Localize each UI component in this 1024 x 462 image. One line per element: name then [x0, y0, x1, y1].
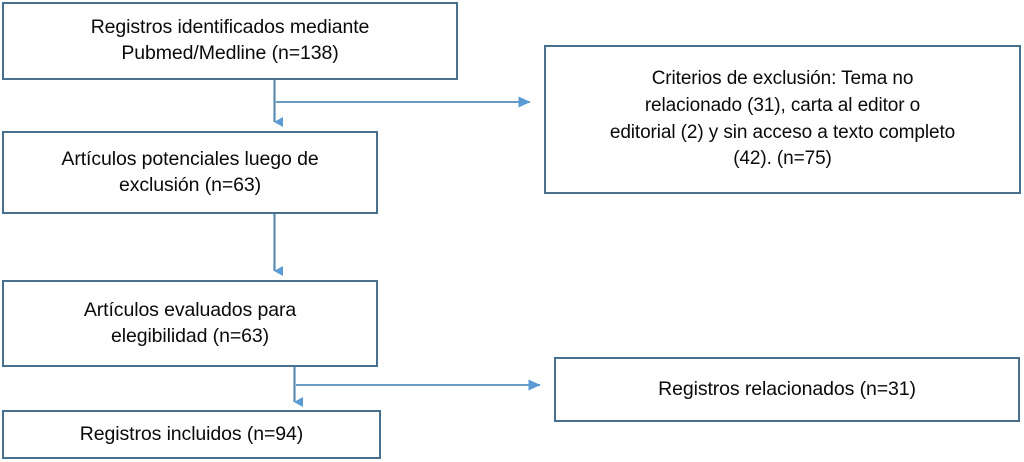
box-potential-articles: Artículos potenciales luego de exclusión… — [2, 131, 378, 214]
box-exclusion-criteria: Criterios de exclusión: Tema no relacion… — [544, 45, 1021, 194]
box-records-identified: Registros identificados mediante Pubmed/… — [2, 2, 458, 80]
box-articles-eligibility: Artículos evaluados para elegibilidad (n… — [2, 280, 378, 367]
box-records-included-label: Registros incluidos (n=94) — [79, 422, 304, 445]
box-exclusion-criteria-label: Criterios de exclusión: Tema no relacion… — [609, 67, 956, 170]
box-related-records: Registros relacionados (n=31) — [554, 357, 1020, 422]
box-related-records-label: Registros relacionados (n=31) — [658, 377, 916, 400]
box-records-included: Registros incluidos (n=94) — [2, 410, 381, 459]
box-articles-eligibility-label: Artículos evaluados para elegibilidad (n… — [83, 298, 297, 347]
box-potential-articles-label: Artículos potenciales luego de exclusión… — [61, 147, 319, 196]
box-records-identified-label: Registros identificados mediante Pubmed/… — [90, 16, 370, 64]
